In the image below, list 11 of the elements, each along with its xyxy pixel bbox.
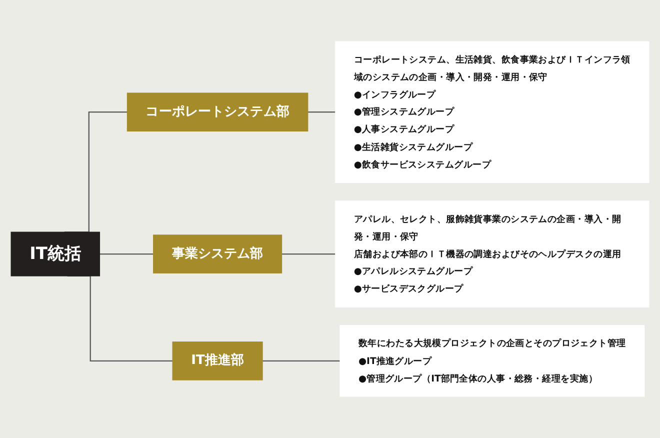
node-box: IT統括: [10, 232, 100, 276]
connector: [308, 112, 336, 113]
connector: [262, 360, 340, 362]
connector: [282, 253, 336, 255]
connector: [100, 253, 154, 255]
node-box: アパレル、セレクト、服飾雑貨事業のシステムの企画・導入・開発・運用・保守 店舗および本部のＩＴ機器の調達およびそのヘルプデスクの運用 ●アパレルシステムグループ ●サービスデスクグループ: [335, 200, 650, 308]
node-box: コーポレートシステム部: [126, 92, 308, 132]
node-box: IT推進部: [172, 342, 263, 380]
node-box: 数年にわたる大規模プロジェクトの企画とそのプロジェクト管理 ●IT推進グループ ●管理グループ（IT部門全体の人事・総務・経理を実施）: [340, 325, 645, 397]
node-box: 事業システム部: [153, 234, 282, 274]
node-box: コーポレートシステム、生活雑貨、飲食事業およびＩＴインフラ領域のシステムの企画・導入・開発・運用・保守 ●インフラグループ ●管理システムグループ ●人事システムグループ ●生活雑貨システムグループ ●飲食サービスシステムグループ: [335, 41, 650, 183]
